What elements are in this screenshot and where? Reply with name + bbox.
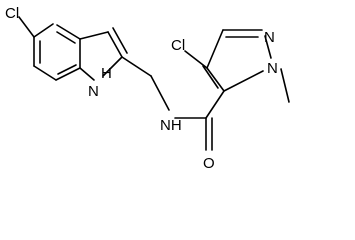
chemical-structure-diagram: Cl Cl N N H N NH O — [5, 5, 290, 172]
bond — [202, 65, 219, 89]
bond — [33, 65, 57, 81]
bond — [206, 67, 225, 92]
bond — [79, 31, 109, 40]
bond — [55, 67, 81, 81]
atom-label-indole-h: H — [101, 65, 112, 82]
bond — [56, 31, 76, 44]
bond — [223, 70, 264, 92]
bond — [264, 35, 272, 59]
bond — [206, 29, 224, 69]
atom-label-indole-n: N — [88, 83, 99, 100]
atom-labels: Cl Cl N N H N NH O — [5, 5, 278, 172]
atom-label-n1-methyl: N — [267, 60, 278, 77]
atom-label-n2: N — [264, 29, 275, 46]
bond-lines — [18, 16, 290, 151]
bond — [205, 90, 225, 119]
bond — [79, 67, 95, 81]
bond — [112, 27, 128, 54]
bond — [18, 16, 35, 38]
atom-label-cl-pyrazole: Cl — [171, 37, 185, 54]
bond — [33, 23, 54, 38]
atom-label-amide-nh: NH — [160, 117, 182, 134]
atom-label-carbonyl-o: O — [203, 155, 215, 172]
bond — [184, 50, 208, 69]
bond — [56, 24, 81, 40]
bond — [150, 75, 170, 111]
bond — [102, 56, 123, 77]
bond — [107, 31, 123, 58]
bond — [121, 56, 152, 77]
atom-label-cl-indole: Cl — [5, 5, 19, 22]
bond — [57, 64, 77, 75]
bond — [280, 68, 290, 103]
